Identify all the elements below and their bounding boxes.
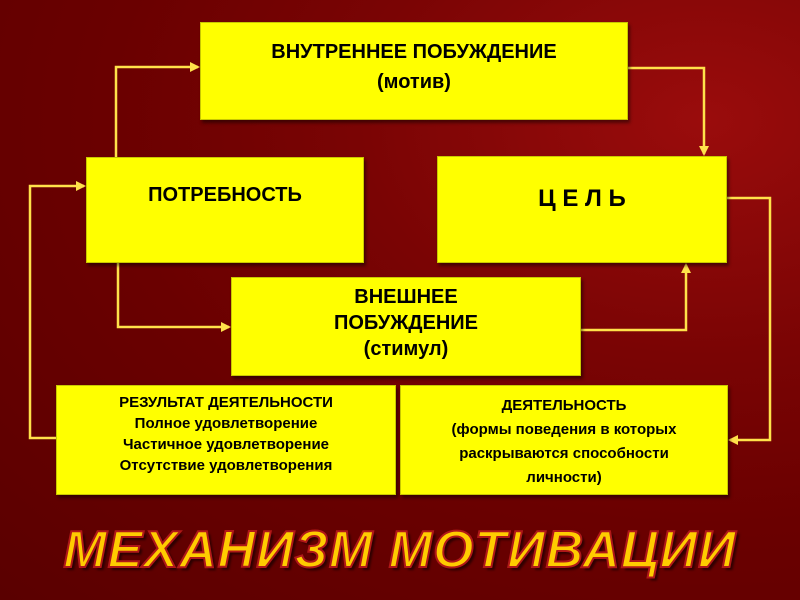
stimulus-subtitle: (стимул) (363, 338, 449, 360)
arrow-stimulus-to-goal (581, 263, 691, 332)
result-item-partial: Частичное удовлетворение (122, 436, 330, 453)
arrow-need-to-motive (114, 62, 200, 157)
activity-description-2: раскрываются способности (459, 445, 669, 462)
arrow-motive-to-goal (628, 66, 709, 156)
result-heading: РЕЗУЛЬТАТ ДЕЯТЕЛЬНОСТИ (119, 394, 333, 411)
need-label: ПОТРЕБНОСТЬ (148, 183, 302, 206)
result-node: РЕЗУЛЬТАТ ДЕЯТЕЛЬНОСТИ Полное удовлетвор… (56, 385, 396, 495)
stimulus-node: ВНЕШНЕЕ ПОБУЖДЕНИЕ (стимул) (231, 277, 581, 376)
goal-node: Ц Е Л Ь (437, 156, 727, 263)
arrow-need-to-stimulus (116, 263, 231, 332)
activity-heading: ДЕЯТЕЛЬНОСТЬ (501, 397, 627, 414)
need-node: ПОТРЕБНОСТЬ (86, 157, 364, 263)
activity-description-3: личности) (526, 469, 602, 486)
arrow-result-to-need (28, 181, 86, 440)
activity-node: ДЕЯТЕЛЬНОСТЬ (формы поведения в которых … (400, 385, 728, 495)
stimulus-line-2: ПОБУЖДЕНИЕ (333, 312, 479, 334)
motive-heading: ВНУТРЕННЕЕ ПОБУЖДЕНИЕ (271, 41, 557, 63)
result-item-none: Отсутствие удовлетворения (119, 457, 333, 474)
page-title: МЕХАНИЗМ МОТИВАЦИИ (62, 520, 737, 580)
motive-node: ВНУТРЕННЕЕ ПОБУЖДЕНИЕ (мотив) (200, 22, 628, 120)
arrow-goal-to-activity (727, 196, 772, 445)
activity-description-1: (формы поведения в которых (451, 421, 677, 438)
result-item-full: Полное удовлетворение (134, 415, 318, 432)
motive-subtitle: (мотив) (377, 71, 451, 93)
stimulus-line-1: ВНЕШНЕЕ (354, 286, 458, 308)
goal-label: Ц Е Л Ь (538, 184, 626, 212)
